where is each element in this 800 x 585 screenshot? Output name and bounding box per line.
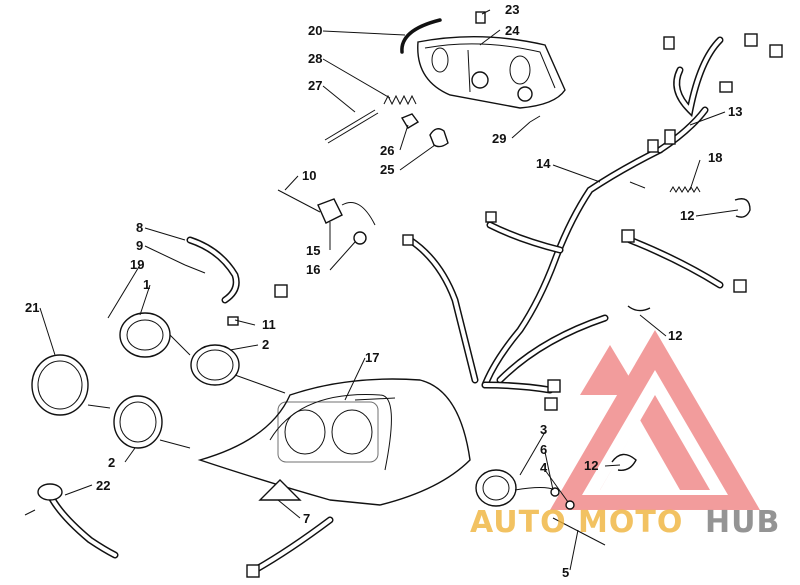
callout-26: 26 (380, 143, 394, 158)
callout-1: 1 (143, 277, 150, 292)
callout-19: 19 (130, 257, 144, 272)
callout-11: 11 (262, 317, 276, 332)
small-gauge (119, 236, 288, 386)
callout-2-lower: 2 (108, 455, 115, 470)
callout-12-top: 12 (680, 208, 694, 223)
callout-20: 20 (308, 23, 322, 38)
callout-4: 4 (540, 460, 548, 475)
mount-bracket (277, 189, 376, 245)
callout-23: 23 (505, 2, 519, 17)
callout-13: 13 (728, 104, 742, 119)
leader-lines (39, 9, 739, 571)
watermark-logo (550, 330, 760, 510)
callout-25: 25 (380, 162, 394, 177)
wiring-harness (402, 33, 783, 471)
callout-9: 9 (136, 238, 143, 253)
callout-21: 21 (25, 300, 39, 315)
callout-6: 6 (540, 442, 547, 457)
callout-12-mid: 12 (668, 328, 682, 343)
dash-panel (159, 374, 471, 578)
callout-14: 14 (536, 156, 551, 171)
callout-3: 3 (540, 422, 547, 437)
callout-7: 7 (303, 511, 310, 526)
watermark-hub: HUB (705, 505, 780, 540)
headlight-assembly (324, 11, 566, 148)
callout-28: 28 (308, 51, 322, 66)
callout-24: 24 (505, 23, 520, 38)
callout-5: 5 (562, 565, 569, 580)
callout-29: 29 (492, 131, 506, 146)
callout-15: 15 (306, 243, 320, 258)
callout-12-low: 12 (584, 458, 598, 473)
callout-labels: 20 23 24 28 27 26 25 29 13 14 18 12 10 1… (25, 2, 742, 580)
callout-16: 16 (306, 262, 320, 277)
watermark-text: AUTO MOTO HUB (470, 505, 780, 540)
callout-10: 10 (302, 168, 316, 183)
callout-27: 27 (308, 78, 322, 93)
callout-8: 8 (136, 220, 143, 235)
callout-2-upper: 2 (262, 337, 269, 352)
callout-18: 18 (708, 150, 722, 165)
callout-17: 17 (365, 350, 379, 365)
watermark-moto: MOTO (578, 505, 683, 540)
callout-22: 22 (96, 478, 110, 493)
large-gauge (24, 354, 163, 559)
switch-assembly (475, 469, 606, 546)
watermark-auto: AUTO (470, 505, 567, 540)
